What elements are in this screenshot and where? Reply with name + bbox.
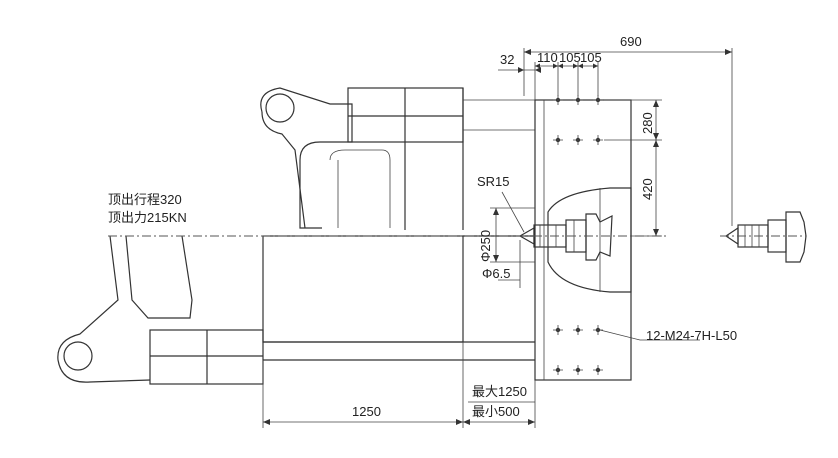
upper-toggle-link: [260, 87, 391, 229]
top-dimensions: [498, 48, 733, 226]
dim-1250: 1250: [352, 404, 381, 419]
dim-280: 280: [640, 112, 655, 134]
bottom-dimension: [262, 360, 536, 428]
nozzle-assembly: [518, 213, 613, 261]
dia-250-label: Φ250: [478, 230, 493, 262]
dim-32: 32: [500, 52, 514, 67]
mounting-holes: [553, 95, 603, 375]
ejector-stroke-label: 顶出行程320: [108, 192, 182, 207]
lower-toggle-link: [57, 235, 264, 385]
thread-label: 12-M24-7H-L50: [646, 328, 737, 343]
thread-leader: [599, 329, 700, 341]
dia-6-5-label: Φ6.5: [482, 266, 510, 281]
dim-690: 690: [620, 34, 642, 49]
dim-420: 420: [640, 178, 655, 200]
upper-cylinder-block: [347, 87, 535, 230]
moving-platen-body: [262, 235, 535, 361]
dim-105-a: 105: [559, 50, 581, 65]
dim-105-b: 105: [580, 50, 602, 65]
max-open-label: 最大1250: [472, 384, 527, 399]
stationary-platen: [534, 99, 632, 381]
sr-label: SR15: [477, 174, 510, 189]
ejector-force-label: 顶出力215KN: [108, 210, 187, 225]
right-dimensions: [604, 99, 662, 237]
dim-110: 110: [537, 50, 558, 65]
nozzle-detail-right: [724, 211, 807, 263]
diameter-dimensions: [490, 191, 535, 288]
min-open-label: 最小500: [472, 404, 520, 419]
